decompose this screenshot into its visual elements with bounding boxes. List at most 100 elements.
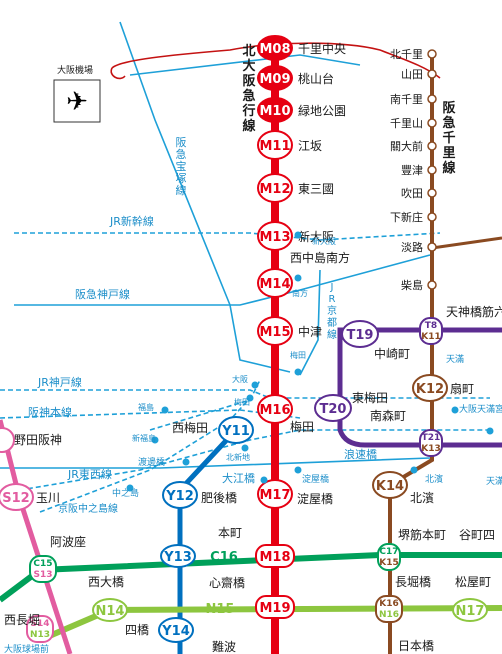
station-marker-n14[interactable] [92,598,128,622]
vertical-char: 都 [327,317,337,329]
station-marker[interactable] [257,479,293,509]
midosuji-station-m15[interactable]: M15 中津 [257,316,322,346]
station-code-k15: K15 [379,558,399,568]
station-marker-k14[interactable] [372,471,408,499]
station-name-nishiohashi: 西大橋 [88,575,124,589]
station-code-s12: S12 [2,491,29,506]
annotation-hook [110,67,126,80]
station-name: 吹田 [401,187,423,200]
jr-station-nakanoshima: 中之島 [112,487,139,499]
station-marker-t21[interactable] [419,429,443,457]
station-marker-c17[interactable] [377,543,401,571]
station-marker-y13[interactable] [160,544,196,568]
station-marker-n17[interactable] [452,598,488,622]
senri-station-2[interactable]: 南千里 [390,93,437,106]
jr-station-osaka: 大阪 [232,374,248,384]
jr-kyoto-line [299,269,321,376]
station-marker[interactable] [257,316,293,346]
station-name: 中津 [298,324,322,339]
station-marker[interactable] [257,65,293,91]
station-dot[interactable] [427,94,437,104]
station-marker[interactable] [257,221,293,251]
senri-station-3[interactable]: 千里山 [390,117,437,130]
jr-station-kitashinchi: 北新地 [226,452,250,462]
station-marker-y12[interactable] [162,481,198,509]
station-name-namba: 難波 [212,639,236,654]
station-code-n17: N17 [456,604,485,619]
station-name-tenjinbashi: 天神橋筋六 [446,304,502,319]
station-marker-k12[interactable] [412,374,448,402]
station-dot[interactable] [427,242,437,252]
station-dot[interactable] [427,118,437,128]
station-dot[interactable] [427,69,437,79]
station-marker-s14[interactable] [26,615,54,643]
station-code-c17: C17 [379,547,398,557]
station-marker-c15[interactable] [29,555,57,583]
senri-station-4[interactable]: 關大前 [390,139,437,153]
station-marker[interactable] [257,97,293,123]
station-name-higashiumeda: 東梅田 [352,390,388,405]
station-marker-y14[interactable] [158,617,194,643]
senri-station-0[interactable]: 北千里 [390,48,437,61]
station-dot[interactable] [427,188,437,198]
other-stations: T19 中崎町 T20 東梅田 南森町 T8 K11 天神橋筋六 天滿 T21 … [0,304,502,654]
vertical-char: 線 [176,183,187,197]
station-dot[interactable] [427,165,437,175]
station-dot[interactable] [427,49,437,59]
station-name-matsuyamachi: 松屋町 [455,575,491,589]
station-marker-t20[interactable] [314,394,352,422]
airport-label: 大阪機場 [57,64,93,76]
station-marker-y11[interactable] [218,416,254,444]
station-marker[interactable] [255,544,295,568]
senri-station-7[interactable]: 下新庄 [390,210,437,224]
senri-station-8[interactable]: 淡路 [401,241,437,254]
vertical-char: 大 [242,58,255,74]
station-marker[interactable] [257,268,293,298]
station-marker-t19[interactable] [341,320,379,348]
station-name: 南千里 [390,93,423,106]
jr-station-naniwabashi: 浪速橋 [344,447,377,461]
station-marker[interactable] [257,173,293,203]
vertical-char: 里 [442,146,455,161]
station-dot[interactable] [427,280,437,290]
jr-station-umeda-hankyu: 梅田 [290,350,306,360]
station-code: M09 [259,72,290,87]
senri-station-6[interactable]: 吹田 [401,187,437,200]
station-dot[interactable] [427,141,437,151]
vertical-char: 急 [442,115,455,131]
vertical-char: 阪 [442,101,456,116]
senri-station-5[interactable]: 豐津 [401,164,437,177]
airport-monorail [129,54,361,76]
station-marker-s11[interactable] [0,427,15,453]
station-code: M15 [259,325,290,340]
senri-station-1[interactable]: 山田 [401,68,437,81]
station-marker[interactable] [257,394,293,424]
station-marker[interactable] [257,130,293,160]
jr-station-shinfukushima: 新福島 [132,433,156,443]
jr-shinkansen-label: JR新幹線 [109,214,154,228]
station-marker-t8[interactable] [419,317,443,345]
station-name-minamimorimachi: 南森町 [370,408,406,423]
station-code-t19: T19 [347,328,374,343]
station-marker[interactable] [255,595,295,619]
senri-station-9[interactable]: 柴島 [401,278,437,292]
station-marker-k16[interactable] [375,595,403,623]
station-dot[interactable] [427,212,437,222]
station-marker[interactable] [257,35,293,61]
station-name-kitahama: 北濱 [410,491,434,505]
station-code: M08 [259,42,290,57]
hankyu-kobe-line [14,254,431,306]
station-marker-s12[interactable] [0,483,34,511]
